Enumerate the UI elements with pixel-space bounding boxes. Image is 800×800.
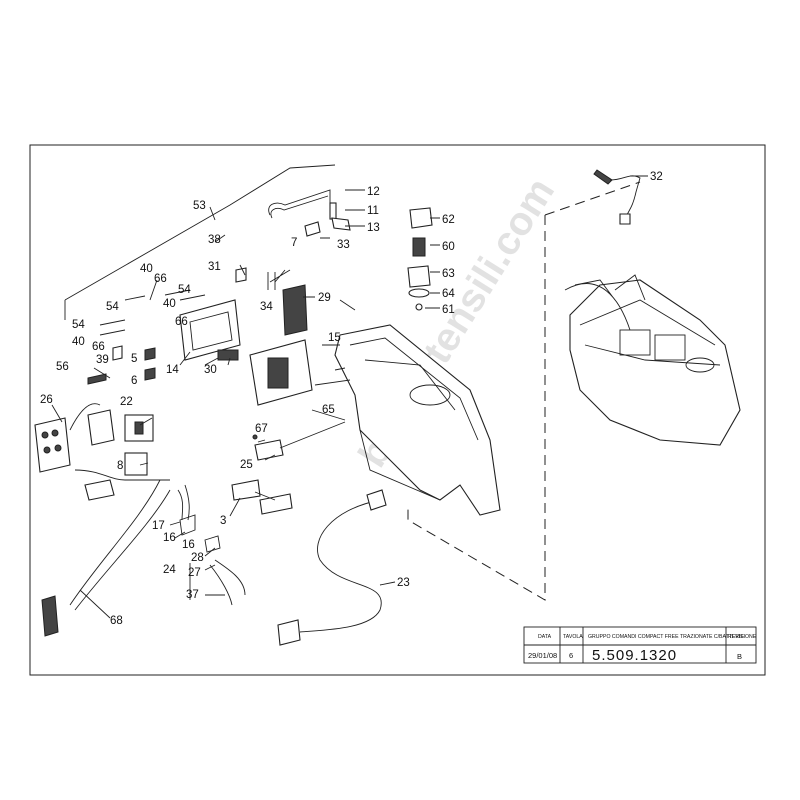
callout-54-b: 54 (72, 319, 85, 331)
callout-37: 37 (186, 589, 199, 601)
leader-lines (51, 175, 648, 619)
display-cover (249, 339, 313, 406)
knob-63 (407, 265, 431, 288)
part-5 (144, 347, 156, 361)
callout-27: 27 (188, 567, 201, 579)
title-block-tavola-header: TAVOLA (563, 634, 583, 640)
callout-65: 65 (322, 404, 335, 416)
callout-17: 17 (152, 520, 165, 532)
callout-40-c: 40 (163, 298, 176, 310)
callout-68: 68 (110, 615, 123, 627)
clip-7 (304, 221, 321, 237)
callout-12: 12 (367, 186, 380, 198)
callout-labels: 3 5 6 7 8 11 12 13 14 15 16 17 22 23 24 … (40, 171, 663, 627)
cable-32 (593, 169, 641, 225)
washer-64 (408, 288, 430, 298)
screws-set (99, 289, 206, 336)
callout-34: 34 (260, 301, 273, 313)
part-39 (112, 345, 123, 361)
relay-22 (124, 414, 154, 442)
callout-14: 14 (166, 364, 179, 376)
callout-66-b: 66 (92, 341, 105, 353)
callout-3: 3 (220, 515, 226, 527)
harness-68 (41, 479, 171, 637)
power-cord-23 (277, 489, 387, 646)
callout-11: 11 (367, 205, 379, 217)
main-housing (334, 324, 501, 516)
callout-28: 28 (191, 552, 204, 564)
callout-61: 61 (442, 304, 455, 316)
callout-8: 8 (117, 460, 123, 472)
screws-34 (267, 272, 276, 290)
title-block-tavola: 6 (569, 651, 573, 660)
cover-29 (282, 284, 308, 336)
callout-7: 7 (291, 237, 297, 249)
callout-64: 64 (442, 288, 455, 300)
callout-13: 13 (367, 222, 380, 234)
callout-30: 30 (204, 364, 217, 376)
callout-53: 53 (193, 200, 206, 212)
callout-39: 39 (96, 354, 109, 366)
callout-66-a: 66 (154, 273, 167, 285)
label-30 (217, 349, 239, 361)
bracket-13 (331, 217, 351, 231)
callout-15: 15 (328, 332, 341, 344)
callout-63: 63 (442, 268, 455, 280)
lever-25 (252, 421, 346, 461)
callout-23: 23 (397, 577, 410, 589)
callout-54-c: 54 (178, 284, 191, 296)
callout-40-a: 40 (140, 263, 153, 275)
callout-31: 31 (208, 261, 221, 273)
callout-62: 62 (442, 214, 455, 226)
title-block-title: GRUPPO COMANDI COMPACT FREE TRAZIONATE C… (588, 634, 745, 640)
callout-33: 33 (337, 239, 350, 251)
module-3 (231, 479, 293, 515)
part-56 (87, 373, 107, 385)
group-bracket-53 (64, 164, 336, 320)
callout-24: 24 (163, 564, 176, 576)
callout-22: 22 (120, 396, 133, 408)
callout-38: 38 (208, 234, 221, 246)
title-block-revision-header: REVISIONE (728, 634, 757, 640)
wire-harness-24 (177, 484, 246, 606)
title-block-date: 29/01/08 (528, 651, 557, 660)
callout-67: 67 (255, 423, 268, 435)
title-block: DATA TAVOLA GRUPPO COMANDI COMPACT FREE … (523, 626, 757, 664)
connector-block (84, 479, 115, 501)
dashed-frame-top (544, 181, 641, 216)
callout-25: 25 (240, 459, 253, 471)
callout-54-a: 54 (106, 301, 119, 313)
part-6 (144, 367, 156, 381)
callout-26: 26 (40, 394, 53, 406)
panel-14 (179, 299, 241, 361)
callout-29: 29 (318, 292, 331, 304)
title-block-revision: B (737, 652, 742, 661)
spring-60 (412, 237, 426, 257)
machine-body (564, 274, 741, 446)
module-26 (34, 403, 115, 473)
spring-11 (329, 202, 337, 220)
callout-66-c: 66 (175, 316, 188, 328)
title-block-date-header: DATA (538, 634, 552, 640)
callout-6: 6 (131, 375, 137, 387)
title-block-code: 5.509.1320 (592, 647, 677, 664)
callout-5: 5 (131, 353, 137, 365)
part-8 (124, 452, 148, 476)
callout-16: 16 (163, 532, 176, 544)
dashed-frame (407, 215, 546, 601)
sheet-border (29, 144, 766, 676)
callout-56: 56 (56, 361, 69, 373)
callout-16-b: 16 (182, 539, 195, 551)
bracket-62 (409, 207, 433, 229)
handle-rod (268, 189, 331, 216)
nut-61 (415, 303, 423, 311)
callout-40-b: 40 (72, 336, 85, 348)
callout-60: 60 (442, 241, 455, 253)
callout-32: 32 (650, 171, 663, 183)
